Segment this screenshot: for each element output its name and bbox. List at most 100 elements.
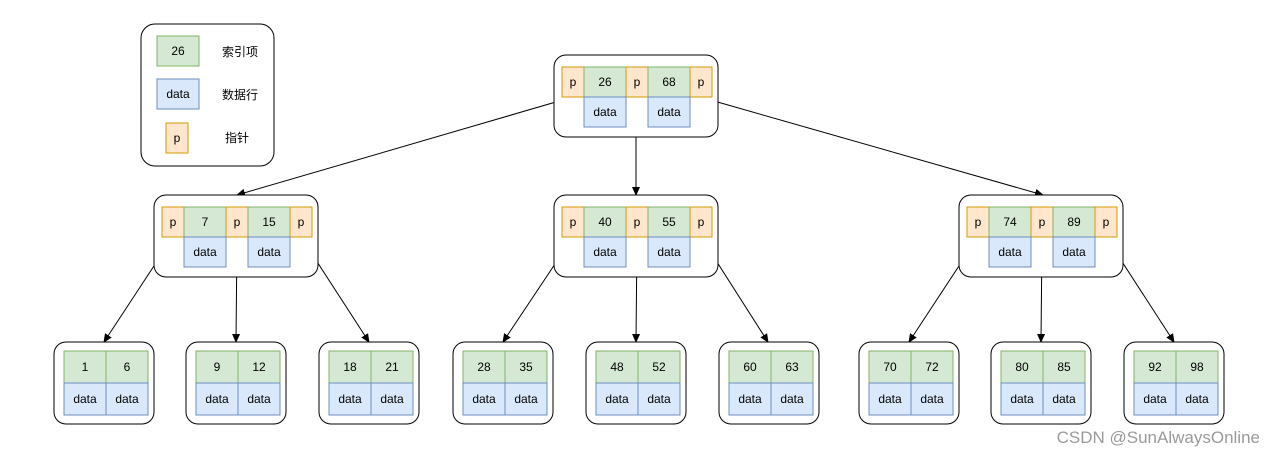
leaf-node-data-text: data	[338, 392, 362, 406]
leaf-node-key	[504, 350, 548, 384]
leaf-node-data	[1000, 382, 1044, 416]
root-node-data	[647, 96, 691, 128]
internal-node-key	[583, 206, 627, 238]
internal-node-key-text: 7	[202, 215, 209, 229]
internal-node-data	[183, 236, 227, 268]
leaf-node-key	[462, 350, 506, 384]
internal-node-pointer-text: p	[234, 215, 241, 229]
leaf-node-key	[910, 350, 954, 384]
legend-key-label: 索引项	[222, 45, 258, 59]
internal-node-pointer-text: p	[698, 215, 705, 229]
leaf-node-data	[195, 382, 239, 416]
leaf-node-key-text: 98	[1190, 360, 1204, 374]
leaf-node-data-text: data	[920, 392, 944, 406]
leaf-node-data	[728, 382, 772, 416]
leaf-node-key	[1042, 350, 1086, 384]
leaf-node-key-text: 18	[343, 360, 357, 374]
internal-node-data-text: data	[593, 245, 617, 259]
edge-arrow	[236, 96, 574, 197]
internal-node-data-text: data	[998, 245, 1022, 259]
internal-node-pointer-text: p	[975, 215, 982, 229]
internal-node-key	[183, 206, 227, 238]
leaf-node-data	[770, 382, 814, 416]
leaf-node-key-text: 85	[1057, 360, 1071, 374]
leaf-node-key	[595, 350, 639, 384]
internal-node-pointer	[289, 206, 313, 238]
leaf-node-key-text: 1	[82, 360, 89, 374]
internal-node-key-text: 89	[1067, 215, 1081, 229]
leaf-node-key-text: 6	[124, 360, 131, 374]
leaf-node-key	[868, 350, 912, 384]
leaf-node: 1 6 data data	[53, 341, 155, 425]
internal-node-key	[988, 206, 1032, 238]
leaf-node-data	[328, 382, 372, 416]
leaf-node-data	[1042, 382, 1086, 416]
legend-data-sample: data	[166, 87, 190, 101]
leaf-node-data-text: data	[472, 392, 496, 406]
internal-node-data	[247, 236, 291, 268]
leaf-node-data-text: data	[1185, 392, 1209, 406]
leaf-node-data	[1175, 382, 1219, 416]
leaf-node-key-text: 60	[743, 360, 757, 374]
leaf-node-key-text: 70	[883, 360, 897, 374]
root-node-key-text: 68	[662, 75, 676, 89]
internal-node-data	[647, 236, 691, 268]
leaf-node-key	[328, 350, 372, 384]
leaf-node-data-text: data	[247, 392, 271, 406]
leaf-node-data	[237, 382, 281, 416]
root-node-pointer-text: p	[570, 75, 577, 89]
leaf-node: 70 72 data data	[858, 341, 960, 425]
legend-data-item: data 数据行	[156, 78, 258, 110]
leaf-node-data-text: data	[605, 392, 629, 406]
edge-arrow	[699, 96, 1044, 197]
root-node-data	[583, 96, 627, 128]
leaf-node-key	[1175, 350, 1219, 384]
internal-node-data-text: data	[257, 245, 281, 259]
legend-pointer-label: 指针	[225, 130, 249, 145]
internal-node-pointer-text: p	[298, 215, 305, 229]
leaf-node-data-text: data	[380, 392, 404, 406]
internal-node-data-text: data	[193, 245, 217, 259]
internal-node-data	[583, 236, 627, 268]
leaf-node-data	[105, 382, 149, 416]
leaf-node-data-text: data	[115, 392, 139, 406]
internal-node-pointer	[689, 206, 713, 238]
leaf-node-key	[1000, 350, 1044, 384]
leaf-node-data	[637, 382, 681, 416]
leaf-node-data-text: data	[738, 392, 762, 406]
legend-key-swatch	[156, 35, 200, 67]
internal-node-data	[988, 236, 1032, 268]
leaf-node-key	[637, 350, 681, 384]
root-node-pointer-text: p	[698, 75, 705, 89]
leaf-node-data-text: data	[73, 392, 97, 406]
root-node-data-text: data	[657, 105, 681, 119]
leaf-node-data	[370, 382, 414, 416]
leaf-node-key-text: 72	[925, 360, 939, 374]
internal-node-key-text: 74	[1003, 215, 1017, 229]
leaf-node-key	[770, 350, 814, 384]
leaf-node-data	[63, 382, 107, 416]
internal-node-key-text: 40	[598, 215, 612, 229]
internal-node-pointer-text: p	[1103, 215, 1110, 229]
legend-data-swatch	[156, 78, 200, 110]
leaf-node-data-text: data	[205, 392, 229, 406]
leaf-node-data-text: data	[878, 392, 902, 406]
internal-node-key-text: 15	[262, 215, 276, 229]
legend-key-sample: 26	[171, 44, 185, 58]
root-node-key-text: 26	[598, 75, 612, 89]
leaf-node-key-text: 48	[610, 360, 624, 374]
internal-node-pointer-text: p	[634, 215, 641, 229]
leaf-node-data	[910, 382, 954, 416]
